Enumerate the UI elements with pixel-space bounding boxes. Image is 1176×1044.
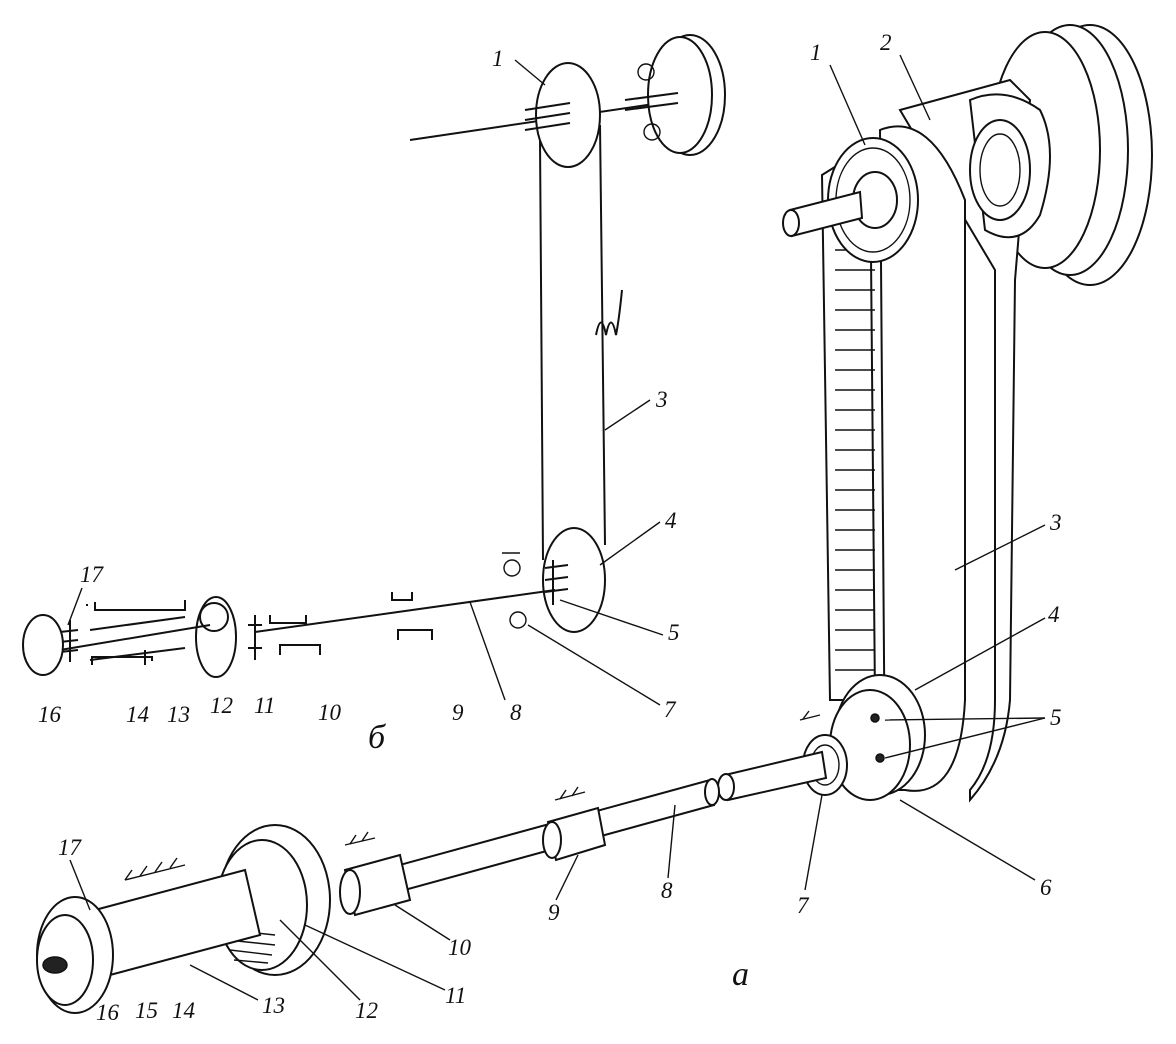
- scheme-belt-left: [539, 139, 544, 561]
- scheme-bearing-upper: [637, 63, 655, 81]
- scheme-bracket-9: [397, 629, 433, 640]
- view-label-6: 6: [1040, 875, 1052, 900]
- arm-housing: [898, 78, 1032, 803]
- scheme-upper-pulley: [535, 62, 601, 168]
- scheme-hook-shaft: [59, 624, 211, 651]
- bobbin-case: [42, 956, 68, 974]
- scheme-label-8: 8: [510, 700, 522, 725]
- scheme-label-13: 13: [167, 702, 190, 727]
- view-label-8: 8: [661, 878, 673, 903]
- scheme-label-5: 5: [668, 620, 680, 645]
- view-label-4: 4: [1048, 602, 1060, 627]
- upper-bearing: [969, 119, 1031, 221]
- scheme-label-9: 9: [452, 700, 464, 725]
- scheme-lower-shaft: [254, 589, 556, 633]
- scheme-label-4: 4: [665, 508, 677, 533]
- scheme-bracket-9-top: [391, 592, 413, 601]
- view-leader-lines: [69, 54, 1046, 1001]
- scheme-label-11: 11: [254, 693, 275, 718]
- pictorial-view: [36, 24, 1153, 1014]
- view-label-10: 10: [448, 935, 472, 960]
- view-label-16: 16: [96, 1000, 120, 1025]
- scheme-lower-pulley: [542, 527, 606, 633]
- view-label-13: 13: [262, 993, 285, 1018]
- hook-shaft: [93, 868, 262, 977]
- scheme-belt-break: [595, 289, 623, 336]
- scheme-label-10: 10: [318, 700, 342, 725]
- scheme-label-14: 14: [126, 702, 149, 727]
- scheme-bracket-10-top: [269, 615, 307, 624]
- scheme-handwheel-face: [647, 36, 713, 154]
- scheme-hook-16: [22, 614, 64, 676]
- set-screw-5b: [875, 753, 885, 763]
- view-label-11: 11: [445, 983, 466, 1008]
- scheme-bearing-lower: [643, 123, 661, 141]
- view-caption: а: [732, 956, 749, 993]
- view-label-12: 12: [355, 998, 378, 1023]
- belt-teeth: [835, 249, 875, 671]
- scheme-gear-12: [199, 602, 229, 632]
- view-labels: 1 2 3 4 5 6 7 8 9 10 11 12 13 14 15 16 1…: [58, 30, 1062, 1025]
- scheme-label-16: 16: [38, 702, 62, 727]
- view-label-1: 1: [810, 40, 822, 65]
- scheme-label-7: 7: [664, 697, 677, 722]
- scheme-label-1: 1: [492, 46, 504, 71]
- scheme-label-3: 3: [655, 387, 668, 412]
- scheme-bearing-7b: [509, 611, 527, 629]
- view-label-15: 15: [135, 998, 158, 1023]
- view-label-5: 5: [1050, 705, 1062, 730]
- set-screw-5a: [870, 713, 880, 723]
- view-label-17: 17: [58, 835, 83, 860]
- view-label-2: 2: [880, 30, 892, 55]
- scheme-label-17: 17: [80, 562, 105, 587]
- view-label-9: 9: [548, 900, 560, 925]
- scheme-bearing-7a: [503, 559, 521, 577]
- scheme-bracket-10: [279, 644, 321, 655]
- scheme-caption: б: [368, 719, 387, 756]
- view-label-3: 3: [1049, 510, 1062, 535]
- scheme-upper-pulley-hub: [524, 102, 571, 131]
- frame-hatching: [124, 710, 821, 881]
- view-label-7: 7: [797, 893, 810, 918]
- scheme-leader-lines: [67, 59, 664, 706]
- scheme-belt-right: [599, 124, 606, 546]
- scheme-labels: 1 3 4 5 7 8 9 10 11 12 13 14 16 17 б: [38, 46, 680, 756]
- scheme-label-12: 12: [210, 693, 233, 718]
- view-label-14: 14: [172, 998, 195, 1023]
- kinematic-scheme: [22, 34, 726, 678]
- lower-shaft-right: [723, 750, 828, 802]
- toothed-belt: [878, 125, 966, 792]
